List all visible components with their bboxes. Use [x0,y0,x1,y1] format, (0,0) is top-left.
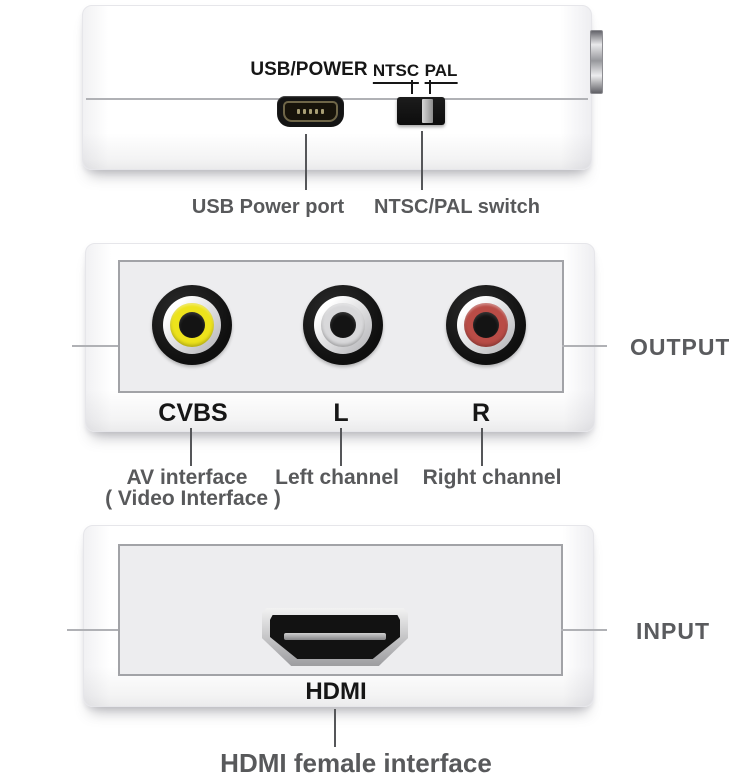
switch-callout-line [421,131,423,190]
hdmi-port [262,608,408,666]
ntsc-label: NTSC [372,61,420,84]
converter-top-view [82,5,592,170]
left-callout-line [340,428,342,466]
left-channel-label: L [333,399,349,427]
pal-label: PAL [424,61,458,84]
ntsc-pal-switch [397,97,445,125]
output-left-seam [72,345,118,347]
input-left-seam [67,629,118,631]
rca-right-color-ring [464,303,508,347]
input-side-label: INPUT [636,618,710,644]
rca-jack-right [446,285,526,365]
rca-cvbs-color-ring [170,303,214,347]
mini-usb-socket [283,101,338,122]
rca-right-hole [473,312,499,338]
usb-callout-line [305,134,307,190]
cvbs-callout-line [190,428,192,466]
output-right-seam [562,345,607,347]
rca-jack-cvbs [152,285,232,365]
usb-callout-text: USB Power port [191,196,345,218]
rca-cvbs-hole [179,312,205,338]
rca-jack-left [303,285,383,365]
cvbs-label: CVBS [158,399,228,427]
right-callout-line [481,428,483,466]
right-channel-label: R [471,399,491,427]
hdmi-label: HDMI [305,678,367,705]
video-interface-callout: ( Video Interface ) [105,487,281,510]
input-right-seam [561,629,607,631]
switch-callout-text: NTSC/PAL switch [374,196,540,218]
hdmi-connector-edge [590,30,603,94]
rca-left-color-ring [321,303,365,347]
hdmi-port-opening [270,615,400,659]
hdmi-pin-tongue [284,633,386,641]
hdmi-callout-line [334,709,336,747]
hdmi-callout-text: HDMI female interface [220,748,492,777]
rca-left-hole [330,312,356,338]
right-channel-callout: Right channel [422,466,562,489]
usb-power-port-label: USB/POWER [250,59,368,80]
pal-pointer-tick [429,80,431,94]
output-side-label: OUTPUT [630,334,729,360]
mini-usb-port [277,96,344,127]
switch-knob [422,99,433,123]
ntsc-pointer-tick [411,80,413,94]
left-channel-callout: Left channel [275,466,399,489]
av-interface-callout: AV interface [126,466,248,489]
